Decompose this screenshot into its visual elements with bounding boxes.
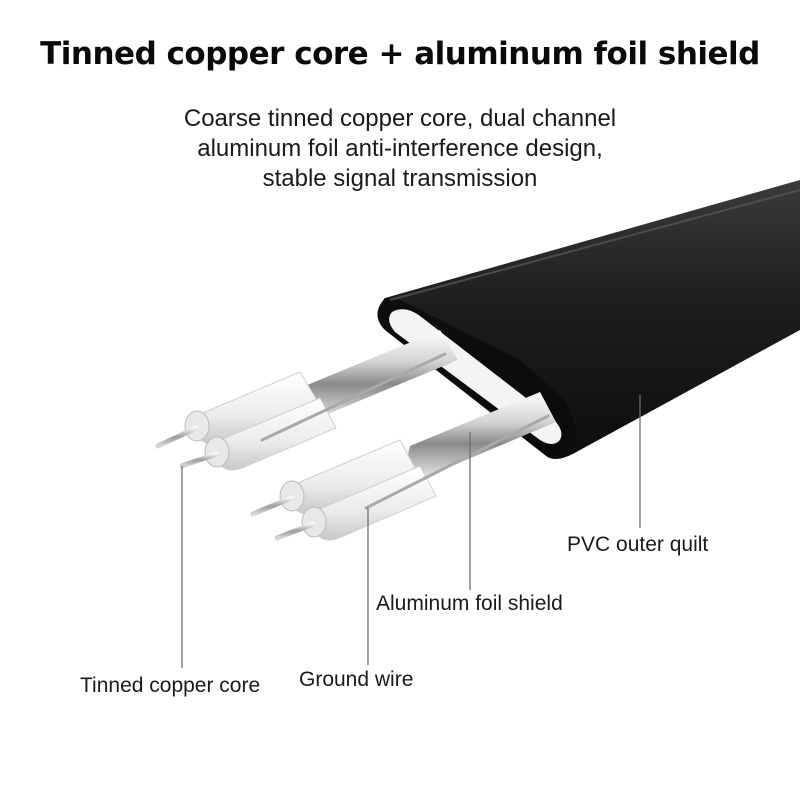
label-pvc-outer-quilt: PVC outer quilt xyxy=(567,533,709,556)
subtitle-line-1: Coarse tinned copper core, dual channel xyxy=(183,105,617,132)
callout-leader-lines xyxy=(181,395,641,668)
tinned-copper-cores xyxy=(155,425,316,541)
ground-wires xyxy=(260,352,550,510)
subtitle: Coarse tinned copper core, dual channel … xyxy=(150,104,650,194)
pvc-jacket xyxy=(377,180,800,459)
label-aluminum-foil-shield: Aluminum foil shield xyxy=(376,592,563,615)
page-title: Tinned copper core + aluminum foil shiel… xyxy=(40,36,760,72)
subtitle-line-3: stable signal transmission xyxy=(262,165,538,192)
label-tinned-copper-core: Tinned copper core xyxy=(80,674,261,697)
label-ground-wire: Ground wire xyxy=(299,668,414,691)
subtitle-line-2: aluminum foil anti-interference design, xyxy=(197,135,603,162)
